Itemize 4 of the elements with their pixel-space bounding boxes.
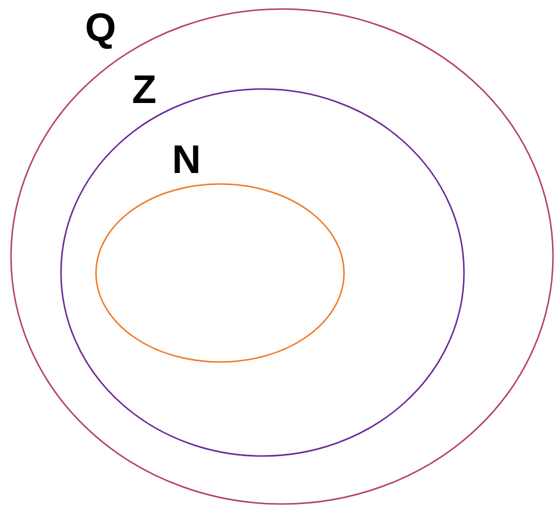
set-label: N	[172, 140, 201, 180]
set-label: Q	[85, 8, 116, 48]
set-ellipse	[10, 8, 554, 505]
set-label: Z	[132, 70, 156, 110]
